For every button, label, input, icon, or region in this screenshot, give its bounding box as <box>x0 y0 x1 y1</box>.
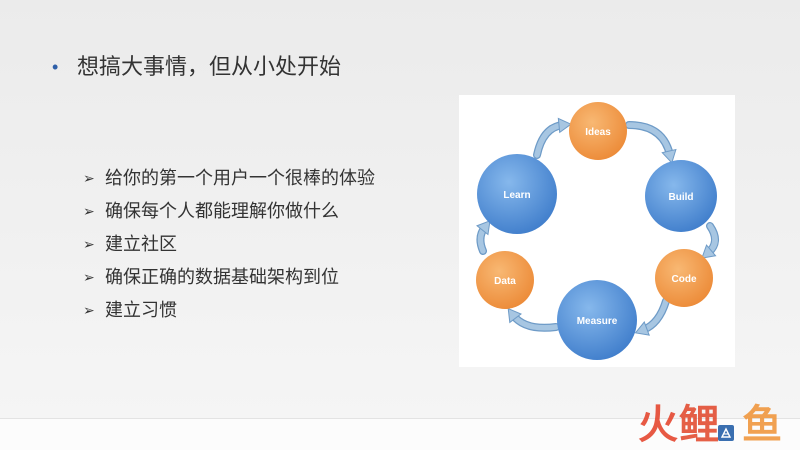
arrow-ideas-to-build <box>625 121 677 164</box>
node-ideas: Ideas <box>569 102 627 160</box>
node-circle <box>655 249 713 307</box>
badge-glyph <box>720 427 732 438</box>
list-item: ➢ 确保每个人都能理解你做什么 <box>83 195 413 228</box>
logo-badge-icon <box>718 425 734 441</box>
node-code: Code <box>655 249 713 307</box>
arrow-bullet-icon: ➢ <box>83 236 95 252</box>
list-item-text: 建立习惯 <box>105 300 177 320</box>
arrow-body <box>534 117 572 158</box>
node-label-build: Build <box>669 192 694 203</box>
node-circle <box>569 102 627 160</box>
arrow-body <box>701 223 718 259</box>
sub-bullet-list: ➢ 给你的第一个用户一个很棒的体验 ➢ 确保每个人都能理解你做什么 ➢ 建立社区… <box>83 162 413 327</box>
list-item: ➢ 确保正确的数据基础架构到位 <box>83 261 413 294</box>
footer-strip <box>0 418 800 450</box>
logo-char-1: 火 <box>638 403 678 447</box>
node-label-learn: Learn <box>503 190 530 201</box>
arrow-build-to-code <box>701 222 719 259</box>
slide-heading: • 想搞大事情，但从小处开始 <box>52 52 341 82</box>
list-item: ➢ 给你的第一个用户一个很棒的体验 <box>83 162 413 195</box>
node-label-code: Code <box>672 274 697 285</box>
node-learn: Learn <box>477 154 557 234</box>
list-item: ➢ 建立社区 <box>83 228 413 261</box>
arrow-body <box>626 122 677 164</box>
logo-char-2: 鲤 <box>679 403 719 447</box>
arrow-learn-to-ideas <box>533 117 572 159</box>
cycle-diagram-svg: Ideas Build Code Measure Data Learn <box>476 102 719 360</box>
arrow-body <box>634 298 669 336</box>
list-item-text: 确保正确的数据基础架构到位 <box>105 267 339 287</box>
logo-char-3: 鱼 <box>742 403 782 447</box>
arrow-body <box>507 307 559 331</box>
node-circle <box>645 160 717 232</box>
list-item-text: 建立社区 <box>105 234 177 254</box>
node-data: Data <box>476 251 534 309</box>
arrow-measure-to-data <box>507 307 560 332</box>
list-item-text: 给你的第一个用户一个很棒的体验 <box>105 168 375 188</box>
arrow-bullet-icon: ➢ <box>83 269 95 285</box>
arrow-bullet-icon: ➢ <box>83 203 95 219</box>
arrow-code-to-measure <box>634 297 670 336</box>
node-measure: Measure <box>557 280 637 360</box>
heading-text: 想搞大事情，但从小处开始 <box>77 54 342 79</box>
arrow-body <box>476 219 491 254</box>
node-label-ideas: Ideas <box>585 127 611 138</box>
node-circle <box>557 280 637 360</box>
slide-background: • 想搞大事情，但从小处开始 ➢ 给你的第一个用户一个很棒的体验 ➢ 确保每个人… <box>0 0 800 418</box>
list-item: ➢ 建立习惯 <box>83 294 413 327</box>
heading-bullet: • <box>52 57 59 77</box>
node-label-data: Data <box>494 276 516 287</box>
list-item-text: 确保每个人都能理解你做什么 <box>105 201 339 221</box>
node-circle <box>476 251 534 309</box>
lean-cycle-diagram: Ideas Build Code Measure Data Learn <box>459 95 735 367</box>
arrow-bullet-icon: ➢ <box>83 170 95 186</box>
node-label-measure: Measure <box>577 316 618 327</box>
node-circle <box>477 154 557 234</box>
node-build: Build <box>645 160 717 232</box>
arrow-data-to-learn <box>476 219 491 255</box>
arrow-bullet-icon: ➢ <box>83 302 95 318</box>
